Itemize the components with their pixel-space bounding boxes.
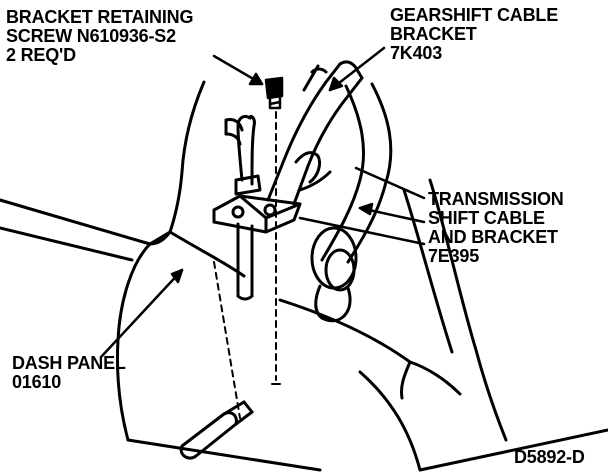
cable-stub	[224, 118, 244, 146]
leader-dash	[100, 268, 184, 358]
gearshift-cable-bracket	[266, 60, 364, 206]
lower-cable-plug	[179, 400, 254, 460]
label-dash-panel: DASH PANEL 01610	[12, 354, 126, 392]
label-screw-line1: BRACKET RETAINING	[6, 7, 194, 27]
cable-routing-dashed-line	[213, 261, 241, 419]
label-gearshift-line1: GEARSHIFT CABLE	[390, 5, 559, 25]
label-gearshift-line3: 7K403	[390, 43, 443, 63]
floor-panel	[278, 298, 608, 472]
label-transmission-shift-cable: TRANSMISSION SHIFT CABLE AND BRACKET 7E3…	[428, 190, 564, 266]
label-screw-line2: SCREW N610936-S2	[6, 26, 176, 46]
label-screw-line3: 2 REQ'D	[6, 45, 76, 65]
leader-bracket-part	[298, 216, 426, 246]
label-transmission-line1: TRANSMISSION	[428, 189, 564, 209]
cable-grommet	[310, 226, 358, 323]
label-transmission-line4: 7E395	[428, 246, 480, 266]
dash-panel-outline	[0, 80, 322, 472]
leader-gearshift	[328, 46, 386, 92]
label-transmission-line2: SHIFT CABLE	[428, 208, 545, 228]
label-dash-line2: 01610	[12, 372, 62, 392]
retaining-screw	[264, 76, 284, 110]
shift-rod	[234, 114, 262, 301]
bracket-base-plate	[212, 194, 302, 234]
figure-id: D5892-D	[514, 447, 585, 467]
leader-transmission	[354, 166, 426, 224]
label-transmission-line3: AND BRACKET	[428, 227, 558, 247]
label-gearshift-line2: BRACKET	[390, 24, 477, 44]
label-bracket-retaining-screw: BRACKET RETAINING SCREW N610936-S2 2 REQ…	[6, 8, 193, 65]
label-gearshift-cable-bracket: GEARSHIFT CABLE BRACKET 7K403	[390, 6, 558, 63]
leader-screw	[212, 54, 264, 86]
label-dash-line1: DASH PANEL	[12, 353, 126, 373]
